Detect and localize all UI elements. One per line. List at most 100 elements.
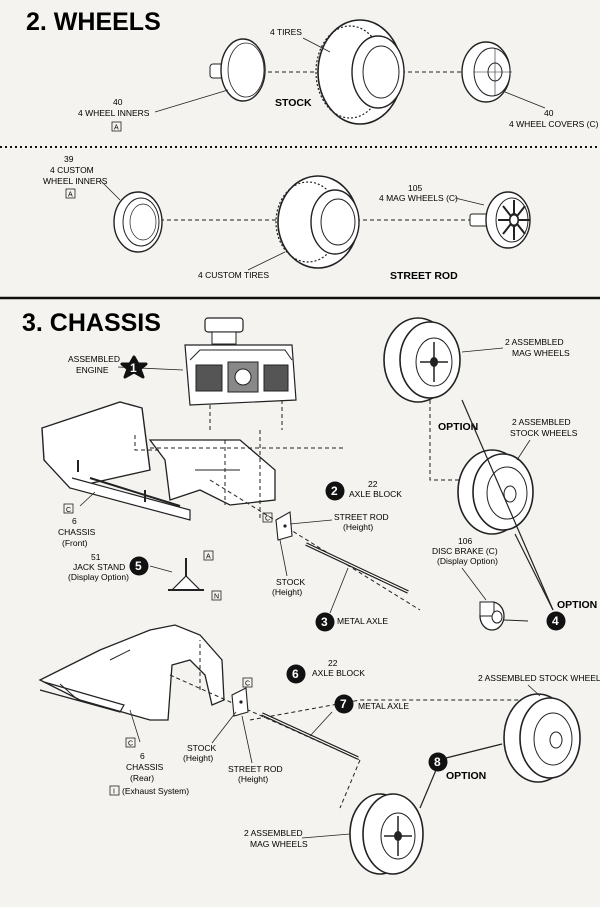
wheels-section-title: 2. WHEELS — [26, 8, 161, 36]
leader-line — [461, 567, 487, 601]
leader-line — [461, 399, 554, 611]
street-rod-height-label-1: STREET ROD — [334, 512, 389, 522]
front-chassis-number: 6 — [72, 516, 77, 526]
leader-line — [329, 567, 349, 614]
rear-mag-wheels-label-1: 2 ASSEMBLED — [244, 828, 303, 838]
custom-inners-number: 39 — [64, 154, 74, 164]
jack-stand-tag-a: A — [206, 554, 211, 561]
rear-chassis — [38, 624, 225, 721]
rear-wheel-guide-line — [339, 759, 361, 809]
part-tree-box — [203, 550, 214, 561]
part-tree-box — [65, 188, 76, 199]
rear-wheel-guide-line — [249, 699, 520, 721]
chassis-section-title: 3. CHASSIS — [22, 309, 161, 337]
step-badge-6: 6 — [286, 664, 306, 684]
jack-stand — [168, 558, 204, 591]
front-assembled-stock-wheel — [457, 449, 534, 535]
axle-block-tag: C — [265, 516, 270, 523]
custom-inners-label-1: 4 CUSTOM — [50, 165, 94, 175]
leader-line — [454, 197, 485, 206]
engine-label-1: ASSEMBLED — [68, 354, 120, 364]
disc-brake — [479, 601, 529, 631]
front-stock-wheels-label-1: 2 ASSEMBLED — [512, 417, 571, 427]
rear-axle-block-label: AXLE BLOCK — [312, 668, 365, 678]
rear-chassis-tag: C — [128, 741, 133, 748]
front-assembled-mag-wheel — [383, 317, 461, 403]
stock-option-label: STOCK — [275, 97, 312, 109]
custom-wheel-inner — [113, 191, 163, 253]
step-number-3: 3 — [321, 615, 328, 629]
part-tree-box — [125, 737, 136, 748]
disc-brake-label-1: DISC BRAKE (C) — [432, 546, 498, 556]
rear-stock-wheels-label: 2 ASSEMBLED STOCK WHEELS — [478, 673, 600, 683]
rear-assembled-mag-wheel — [349, 793, 424, 875]
leader-line — [99, 179, 121, 201]
stock-tires-label: 4 TIRES — [270, 27, 302, 37]
step-badge-2: 2 — [325, 481, 345, 501]
rear-option-label: OPTION — [446, 770, 486, 782]
step-badge-7: 7 — [334, 694, 354, 714]
leader-line — [289, 519, 333, 525]
step-number-7: 7 — [340, 697, 347, 711]
step-badge-1: 1 — [120, 355, 148, 379]
part-tree-box — [211, 590, 222, 601]
stock-height-label-2: (Height) — [272, 587, 302, 597]
leader-line — [461, 347, 504, 353]
leader-line — [149, 565, 173, 573]
leader-line — [154, 89, 229, 113]
step-badge-8: 8 — [428, 752, 448, 772]
step-number-6: 6 — [292, 667, 299, 681]
rear-metal-axle-label: METAL AXLE — [358, 701, 409, 711]
engine-label-2: ENGINE — [76, 365, 109, 375]
stock-wheel-inner — [209, 38, 266, 102]
engine-guide-line — [134, 435, 160, 451]
rear-stock-height-label-2: (Height) — [183, 753, 213, 763]
front-chassis-tag: C — [66, 507, 71, 514]
leader-line — [211, 711, 237, 744]
street-rod-height-label-2: (Height) — [343, 522, 373, 532]
leader-line — [279, 539, 288, 577]
step-number-8: 8 — [434, 755, 441, 769]
leader-line — [419, 769, 437, 809]
front-chassis — [41, 401, 276, 521]
leader-line — [504, 91, 546, 109]
jack-stand-label-1: JACK STAND — [73, 562, 125, 572]
stock-wheel-cover — [461, 41, 512, 103]
part-tree-box — [262, 512, 273, 523]
custom-tire — [275, 175, 360, 269]
leader-line — [309, 711, 333, 737]
axle-block-label: AXLE BLOCK — [349, 489, 402, 499]
front-option-label: OPTION — [438, 421, 478, 433]
leader-line — [241, 715, 253, 764]
front-mag-wheels-label-1: 2 ASSEMBLED — [505, 337, 564, 347]
rear-stock-height-label-1: STOCK — [187, 743, 216, 753]
step-badge-4: 4 — [546, 611, 566, 631]
leader-line — [247, 251, 286, 271]
step-number-5: 5 — [135, 559, 142, 573]
leader-line — [302, 37, 331, 53]
disc-brake-number: 106 — [458, 536, 472, 546]
front-axle-block — [275, 511, 293, 541]
rear-chassis-label-2: (Rear) — [130, 773, 154, 783]
stock-inners-number: 40 — [113, 97, 123, 107]
step-number-4: 4 — [552, 614, 559, 628]
stock-tire — [315, 19, 405, 125]
custom-inners-tag: A — [68, 192, 73, 199]
leader-line — [445, 743, 503, 759]
jack-stand-tag-n: N — [214, 594, 219, 601]
axle-block-number: 22 — [368, 479, 378, 489]
step-badge-3: 3 — [315, 612, 335, 632]
leader-line — [514, 533, 554, 611]
leader-line — [516, 439, 531, 461]
rear-axle-block — [231, 687, 249, 717]
metal-axle-label: METAL AXLE — [337, 616, 388, 626]
leader-line — [79, 491, 96, 507]
part-tree-box — [242, 677, 253, 688]
rear-axle-guide-line — [169, 640, 361, 761]
stock-height-label-1: STOCK — [276, 577, 305, 587]
jack-stand-number: 51 — [91, 552, 101, 562]
rear-street-rod-height-label-2: (Height) — [238, 774, 268, 784]
front-chassis-label-2: (Front) — [62, 538, 88, 548]
